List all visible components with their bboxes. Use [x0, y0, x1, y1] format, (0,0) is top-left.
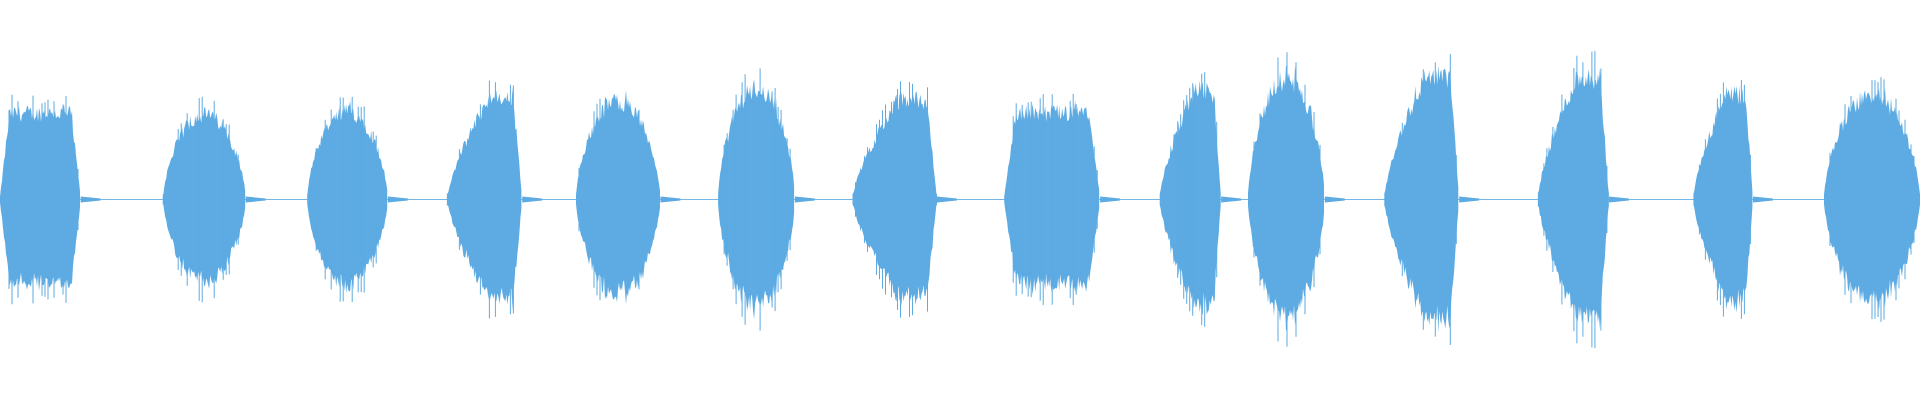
waveform-tail-13 [1752, 196, 1773, 203]
waveform-segment-5 [576, 90, 660, 305]
waveform-segments [0, 50, 1920, 349]
waveform-segment-2 [163, 107, 246, 289]
waveform-segment-11 [1384, 65, 1459, 334]
waveform-segment-10 [1248, 65, 1324, 331]
waveform-tail-2 [245, 196, 266, 203]
waveform-tail-8 [1100, 196, 1121, 203]
waveform-tail-3 [387, 196, 408, 203]
waveform-segment-4 [447, 87, 522, 311]
waveform-segment-1 [0, 104, 80, 292]
waveform-tail-5 [660, 196, 681, 203]
waveform-tail-11 [1459, 196, 1480, 203]
waveform-tail-4 [522, 196, 543, 203]
waveform-tail-7 [936, 196, 957, 203]
waveform-segment-6 [718, 79, 795, 320]
waveform-tail-10 [1324, 196, 1345, 203]
waveform-tail-12 [1608, 196, 1629, 203]
waveform-segment-3 [307, 101, 388, 294]
waveform-tail-9 [1221, 196, 1242, 203]
waveform-tail-6 [794, 196, 815, 203]
waveform-tail-1 [80, 196, 101, 203]
waveform-segment-7 [852, 91, 937, 307]
